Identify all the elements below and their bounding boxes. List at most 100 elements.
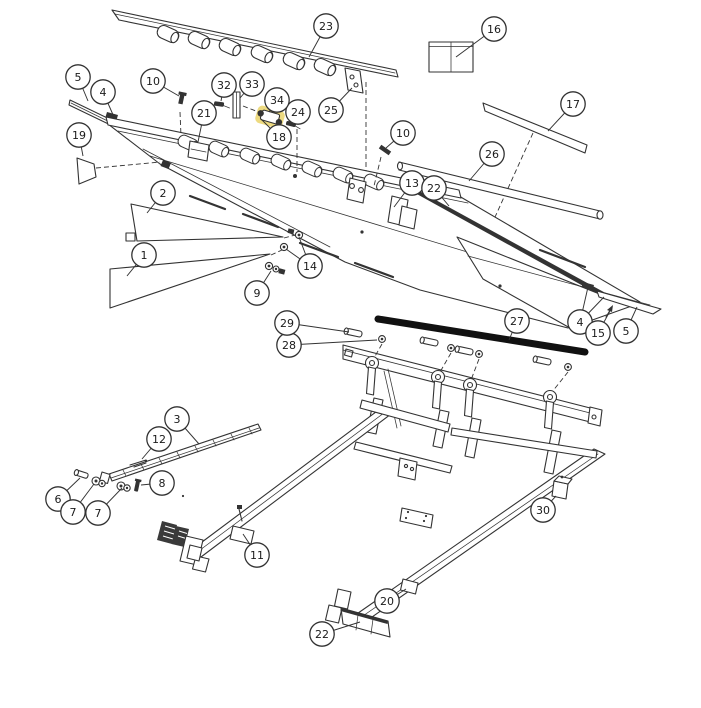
callout-label: 3 bbox=[174, 413, 181, 426]
callout-label: 29 bbox=[280, 317, 294, 330]
callout-bubble bbox=[131, 242, 157, 268]
bumper-bar bbox=[374, 315, 589, 356]
callout-bubble bbox=[239, 71, 265, 97]
callout-bubble bbox=[560, 91, 586, 117]
callout-27: 27 bbox=[504, 308, 530, 334]
callout-11: 11 bbox=[244, 542, 270, 568]
callout-label: 17 bbox=[566, 98, 580, 111]
callout-bubble bbox=[191, 100, 217, 126]
callout-bubble bbox=[149, 470, 175, 496]
callout-33: 33 bbox=[239, 71, 265, 97]
callout-label: 32 bbox=[217, 79, 231, 92]
edge-sliver bbox=[596, 290, 662, 315]
callout-bubble bbox=[309, 621, 335, 647]
callout-leader-28 bbox=[288, 339, 378, 346]
callout-bubble bbox=[146, 426, 172, 452]
deck-end-bracket bbox=[346, 177, 367, 204]
callout-8: 8 bbox=[149, 470, 175, 496]
hinge-bolts bbox=[343, 327, 572, 371]
callout-5: 5 bbox=[65, 64, 91, 90]
callout-label: 7 bbox=[95, 507, 102, 520]
callout-bubble bbox=[421, 175, 447, 201]
edge-clip-right bbox=[581, 282, 594, 290]
callout-label: 12 bbox=[152, 433, 166, 446]
side-plate bbox=[76, 157, 161, 185]
callout-label: 28 bbox=[282, 339, 296, 352]
bolt bbox=[213, 101, 230, 109]
callout-bubble bbox=[374, 588, 400, 614]
callout-bubble bbox=[318, 97, 344, 123]
rail-label-plate bbox=[229, 525, 255, 545]
callout-bubble bbox=[244, 542, 270, 568]
callout-bubble bbox=[211, 72, 237, 98]
callout-label: 11 bbox=[250, 549, 264, 562]
callout-17: 17 bbox=[560, 91, 586, 117]
hinge-rod-bar bbox=[412, 187, 614, 303]
callout-bubble bbox=[90, 79, 116, 105]
callout-label: 20 bbox=[380, 595, 394, 608]
callout-24: 24 bbox=[285, 99, 311, 125]
callout-26: 26 bbox=[479, 141, 505, 167]
callout-bubble bbox=[585, 320, 611, 346]
callout-21: 21 bbox=[191, 100, 217, 126]
callout-bubble bbox=[530, 497, 556, 523]
callout-4: 4 bbox=[90, 79, 116, 105]
callout-bubble bbox=[297, 253, 323, 279]
callout-1: 1 bbox=[131, 242, 157, 268]
lip-keeper-bar-assembly bbox=[73, 423, 262, 492]
callout-label: 33 bbox=[245, 78, 259, 91]
callout-22: 22 bbox=[309, 621, 335, 647]
callout-22: 22 bbox=[421, 175, 447, 201]
callout-bubble bbox=[313, 13, 339, 39]
callout-bubble bbox=[164, 406, 190, 432]
clip bbox=[129, 459, 147, 468]
callout-10: 10 bbox=[140, 68, 166, 94]
wedge-lower bbox=[109, 253, 271, 309]
callout-bubble bbox=[244, 280, 270, 306]
keeper-bar bbox=[108, 423, 262, 482]
callout-9: 9 bbox=[244, 280, 270, 306]
bolt bbox=[73, 469, 89, 479]
deck-plate-assembly bbox=[68, 99, 662, 329]
callout-label: 10 bbox=[396, 127, 410, 140]
callout-label: 27 bbox=[510, 315, 524, 328]
callout-label: 23 bbox=[319, 20, 333, 33]
strut-box bbox=[428, 41, 474, 73]
callout-bubble bbox=[66, 122, 92, 148]
callout-bubble bbox=[481, 16, 507, 42]
callout-bubble bbox=[266, 124, 292, 150]
callout-label: 22 bbox=[315, 628, 329, 641]
callout-20: 20 bbox=[374, 588, 400, 614]
callout-13: 13 bbox=[399, 170, 425, 196]
callout-label: 2 bbox=[160, 187, 167, 200]
callout-bubble bbox=[264, 87, 290, 113]
callout-bubble bbox=[479, 141, 505, 167]
callout-7: 7 bbox=[60, 499, 86, 525]
callout-label: 13 bbox=[405, 177, 419, 190]
lip-front-plate bbox=[456, 236, 641, 329]
callout-23: 23 bbox=[313, 13, 339, 39]
callout-16: 16 bbox=[481, 16, 507, 42]
toe-guard-wedges bbox=[109, 203, 284, 309]
callout-3: 3 bbox=[164, 406, 190, 432]
callout-label: 25 bbox=[324, 104, 338, 117]
subframe bbox=[157, 399, 606, 638]
callout-label: 7 bbox=[70, 506, 77, 519]
callout-label: 19 bbox=[72, 129, 86, 142]
callout-5: 5 bbox=[613, 318, 639, 344]
callout-bubble bbox=[150, 180, 176, 206]
callout-28: 28 bbox=[276, 332, 302, 358]
lip-plate-assembly bbox=[111, 9, 399, 176]
callout-label: 4 bbox=[577, 316, 584, 329]
callout-label: 30 bbox=[536, 504, 550, 517]
callout-label: 5 bbox=[623, 325, 630, 338]
callout-7: 7 bbox=[85, 500, 111, 526]
callout-34: 34 bbox=[264, 87, 290, 113]
callout-label: 6 bbox=[55, 493, 62, 506]
callout-14: 14 bbox=[297, 253, 323, 279]
hinge-plate bbox=[398, 205, 418, 230]
callout-label: 18 bbox=[272, 131, 286, 144]
